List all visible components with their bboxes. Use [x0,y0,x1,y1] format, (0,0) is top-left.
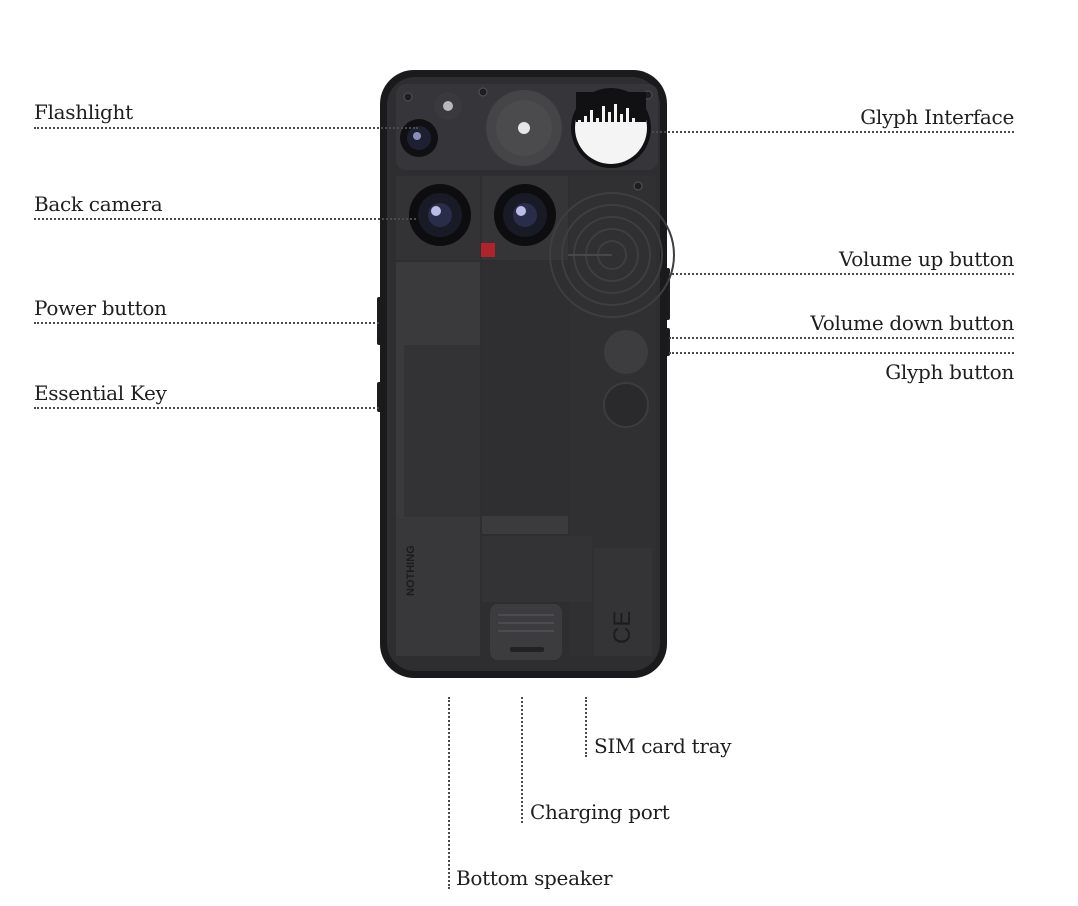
leader-line [34,407,379,409]
camera-lens-icon [409,184,471,246]
glyph-matrix-icon [571,88,651,168]
label-glyph-interface: Glyph Interface [860,105,1014,129]
leader-line [34,127,418,129]
left-panel-lower [404,345,480,517]
label-charging-port: Charging port [530,800,670,824]
leader-line [652,131,1014,133]
flashlight-icon [434,90,562,166]
center-panel [482,262,568,516]
lower-center-panel [482,536,592,602]
lower-left-panel [396,518,480,656]
camera-lens-icon [400,119,438,157]
label-volume-up-button: Volume up button [838,247,1014,271]
leader-line [669,337,1014,339]
leader-line [34,218,416,220]
brand-text: NOTHING [405,545,417,596]
regulatory-panel [594,548,652,656]
label-bottom-speaker: Bottom speaker [456,866,613,890]
leader-line [448,697,450,889]
leader-line [669,273,1014,275]
label-glyph-button: Glyph button [885,360,1014,384]
label-back-camera: Back camera [34,192,163,216]
camera-lens-icon [494,184,556,246]
speaker-grille-icon [603,330,649,428]
textured-disc [549,192,675,318]
leader-line [34,322,379,324]
label-flashlight: Flashlight [34,100,133,124]
leader-line [669,352,1014,354]
leader-line [585,697,587,757]
red-accent [481,243,495,257]
label-power-button: Power button [34,296,167,320]
label-volume-down-button: Volume down button [810,311,1014,335]
label-essential-key: Essential Key [34,381,167,405]
label-sim-card-tray: SIM card tray [594,734,732,758]
ce-mark: CE [609,611,636,644]
center-bracket [482,516,568,534]
bottom-speaker-module [490,604,562,660]
leader-line [521,697,523,823]
